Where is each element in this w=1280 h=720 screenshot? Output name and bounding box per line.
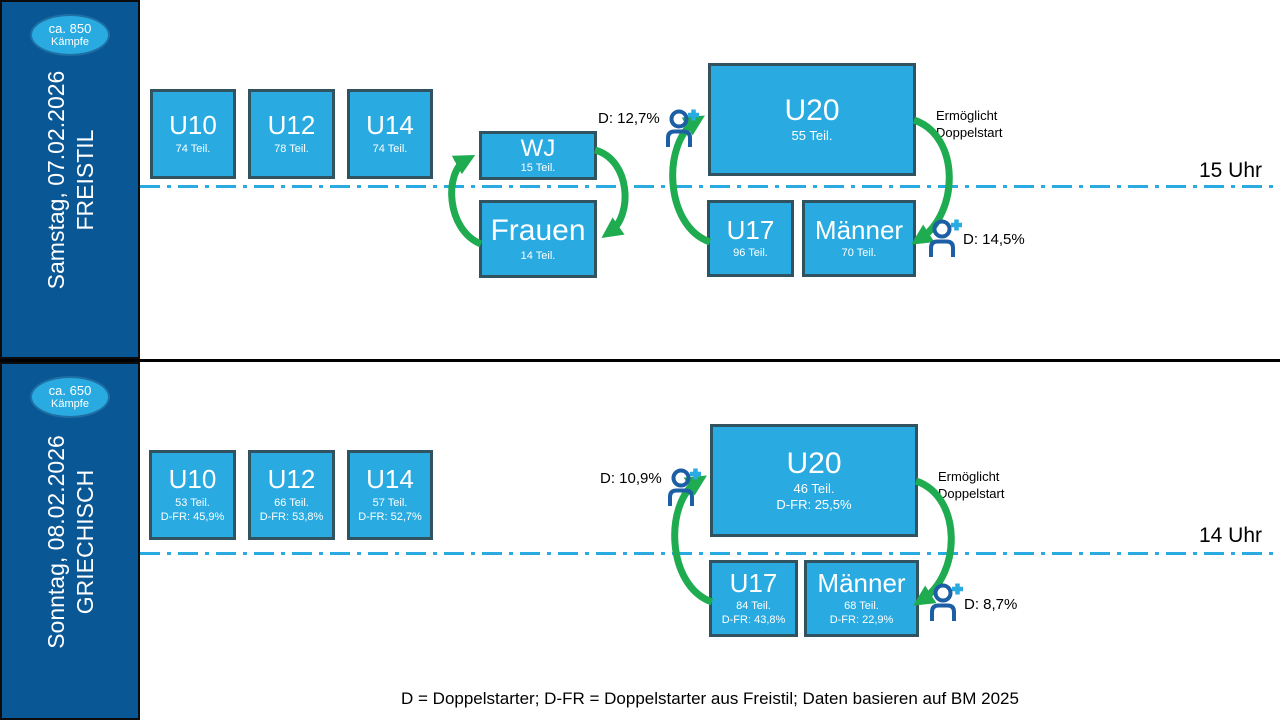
box-doppel-rate: D-FR: 25,5%: [776, 497, 852, 513]
box-participants: 15 Teil.: [520, 162, 556, 175]
enables-line1: Ermöglicht: [936, 108, 998, 123]
box-participants: 14 Teil.: [520, 249, 556, 262]
box-participants: 78 Teil.: [274, 142, 309, 155]
section-style: FREISTIL: [72, 129, 98, 231]
doppelstarter-in-label: D: 12,7%: [598, 110, 660, 127]
enables-line1: Ermöglicht: [938, 469, 1000, 484]
box-title: U20: [786, 446, 842, 480]
box-title: U12: [267, 464, 316, 495]
arrow-wj-to-frauen: [593, 146, 629, 239]
doppelstarter-out-label: D: 14,5%: [963, 231, 1025, 248]
person-plus-icon: [668, 468, 701, 506]
enables-doppelstart-note: Ermöglicht Doppelstart: [936, 107, 1002, 141]
sidebar-sunday: ca. 650 Kämpfe Sonntag, 08.02.2026 GRIEC…: [0, 362, 140, 720]
box-participants: 70 Teil.: [841, 247, 877, 260]
box-u17-saturday: U17 96 Teil.: [707, 200, 794, 277]
bouts-badge: ca. 650 Kämpfe: [30, 376, 110, 418]
arrow-frauen-to-wj: [448, 154, 483, 248]
box-u12-saturday: U12 78 Teil.: [248, 89, 335, 179]
person-plus-icon: [930, 583, 963, 621]
box-wj-saturday: WJ 15 Teil.: [479, 131, 597, 180]
box-title: U12: [267, 110, 316, 141]
box-u14-saturday: U14 74 Teil.: [347, 89, 433, 179]
section-date: Sonntag, 08.02.2026: [43, 435, 69, 649]
box-u17-sunday: U17 84 Teil. D-FR: 43,8%: [709, 560, 798, 637]
box-participants: 55 Teil.: [791, 128, 833, 144]
section-date: Samstag, 07.02.2026: [43, 70, 69, 290]
box-frauen-saturday: Frauen 14 Teil.: [479, 200, 597, 278]
box-u20-saturday: U20 55 Teil.: [708, 63, 916, 176]
section-style: GRIECHISCH: [72, 469, 98, 615]
box-title: Frauen: [490, 214, 586, 248]
time-label-sunday: 14 Uhr: [1198, 524, 1262, 547]
bouts-caption: Kämpfe: [51, 36, 89, 48]
box-title: U17: [726, 214, 775, 245]
bouts-caption: Kämpfe: [51, 398, 89, 410]
box-doppel-rate: D-FR: 43,8%: [721, 614, 786, 627]
box-title: U10: [169, 110, 217, 141]
legend-footer: D = Doppelstarter; D-FR = Doppelstarter …: [401, 689, 1019, 708]
bouts-badge: ca. 850 Kämpfe: [30, 14, 110, 56]
timeline-sunday: [140, 552, 1280, 555]
doppelstarter-out-label: D: 8,7%: [964, 596, 1018, 613]
box-title: U14: [366, 464, 414, 495]
box-participants: 74 Teil.: [372, 142, 408, 155]
box-participants: 57 Teil.: [372, 496, 408, 509]
arrows-saturday: [448, 115, 953, 248]
box-u10-saturday: U10 74 Teil.: [150, 89, 236, 179]
box-participants: 46 Teil.: [793, 481, 835, 497]
enables-line2: Doppelstart: [936, 125, 1003, 140]
box-participants: 53 Teil.: [175, 496, 210, 509]
box-title: U14: [366, 110, 414, 141]
person-plus-icon: [666, 109, 699, 147]
section-saturday: ca. 850 Kämpfe Samstag, 07.02.2026 FREIS…: [0, 0, 1280, 359]
box-title: Männer: [817, 567, 906, 598]
box-participants: 66 Teil.: [274, 496, 309, 509]
section-title-saturday: Samstag, 07.02.2026 FREISTIL: [42, 71, 100, 290]
time-label-saturday: 15 Uhr: [1198, 159, 1262, 182]
timeline-saturday: [140, 185, 1280, 188]
box-title: U10: [168, 464, 217, 495]
box-u10-sunday: U10 53 Teil. D-FR: 45,9%: [149, 450, 236, 540]
box-doppel-rate: D-FR: 52,7%: [358, 510, 422, 523]
section-title-sunday: Sonntag, 08.02.2026 GRIECHISCH: [42, 435, 100, 649]
box-maenner-sunday: Männer 68 Teil. D-FR: 22,9%: [804, 560, 919, 637]
arrows-sunday: [671, 475, 955, 606]
box-doppel-rate: D-FR: 45,9%: [160, 510, 225, 523]
box-maenner-saturday: Männer 70 Teil.: [802, 200, 916, 277]
box-title: WJ: [520, 134, 556, 162]
bouts-count: ca. 850: [48, 21, 92, 36]
box-title: U17: [729, 567, 778, 598]
doppelstarter-in-label: D: 10,9%: [600, 470, 662, 487]
box-doppel-rate: D-FR: 22,9%: [829, 614, 894, 627]
enables-doppelstart-note: Ermöglicht Doppelstart: [938, 468, 1004, 502]
box-doppel-rate: D-FR: 53,8%: [259, 510, 324, 523]
sidebar-saturday: ca. 850 Kämpfe Samstag, 07.02.2026 FREIS…: [0, 0, 140, 359]
section-divider: [0, 359, 1280, 362]
section-sunday: ca. 650 Kämpfe Sonntag, 08.02.2026 GRIEC…: [0, 362, 1280, 720]
box-participants: 74 Teil.: [175, 142, 211, 155]
bouts-count: ca. 650: [48, 383, 92, 398]
enables-line2: Doppelstart: [938, 486, 1005, 501]
box-u12-sunday: U12 66 Teil. D-FR: 53,8%: [248, 450, 335, 540]
person-plus-icon: [929, 219, 962, 257]
box-participants: 84 Teil.: [736, 600, 771, 613]
box-participants: 68 Teil.: [844, 600, 879, 613]
box-title: Männer: [814, 214, 904, 245]
box-u20-sunday: U20 46 Teil. D-FR: 25,5%: [710, 424, 918, 537]
box-u14-sunday: U14 57 Teil. D-FR: 52,7%: [347, 450, 433, 540]
box-title: U20: [784, 93, 840, 127]
box-participants: 96 Teil.: [733, 247, 768, 260]
